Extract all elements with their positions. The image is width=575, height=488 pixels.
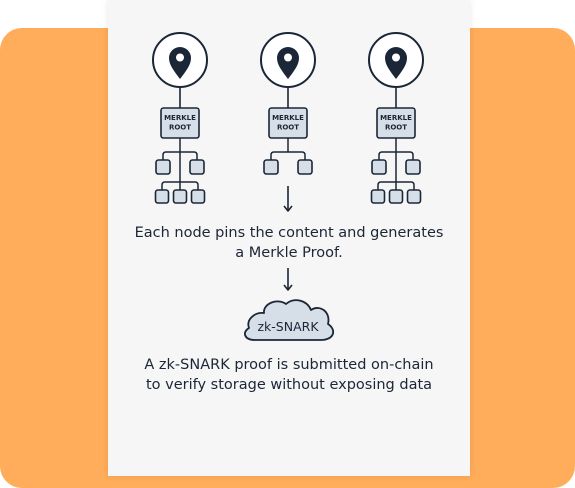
map-pin-icon [169,47,191,79]
tree-branch [270,151,306,160]
tree-node [155,159,171,175]
tree-node [263,159,279,175]
map-pin-icon [385,47,407,79]
cloud-label: zk-SNARK [257,319,319,334]
tree-node [297,159,313,175]
leaf-node [370,189,386,204]
tree-node [371,159,387,175]
map-pin-icon [277,46,299,79]
merkle-root-label: MERKLE [272,114,304,122]
pin-hole [392,53,400,62]
pin-hole [284,53,292,62]
tree-node [189,159,205,175]
merkle-root-label: MERKLE [380,114,412,122]
step2-line: to verify storage without exposing data [145,377,433,393]
leaf-node [154,189,170,204]
down-arrow [283,186,293,212]
merkle-proof-diagram: MERKLE ROOT MERKLE ROOT MERKLE ROOT zk-SNARK [152,32,424,341]
leaf-node [388,189,404,204]
down-arrow [283,268,293,291]
pin-hole [176,53,184,62]
arrow-head [283,205,293,212]
diagram-card: MERKLE ROOT MERKLE ROOT MERKLE ROOT zk-SNARK E… [108,0,470,476]
tree-node [405,159,421,175]
cloud-icon [244,299,335,341]
merkle-root-label: ROOT [277,124,299,132]
step2-caption: A zk-SNARK proof is submitted on-chain t… [108,355,470,395]
step1-line: a Merkle Proof. [235,245,343,261]
merkle-root-label: ROOT [385,124,407,132]
merkle-root-label: ROOT [169,124,191,132]
leaf-node [190,189,206,204]
leaf-node [172,189,188,204]
leaf-node [406,189,422,204]
step2-line: A zk-SNARK proof is submitted on-chain [144,357,434,373]
arrow-head [283,284,293,291]
step1-caption: Each node pins the content and generates… [108,223,470,263]
merkle-root-label: MERKLE [164,114,196,122]
step1-line: Each node pins the content and generates [134,225,444,241]
